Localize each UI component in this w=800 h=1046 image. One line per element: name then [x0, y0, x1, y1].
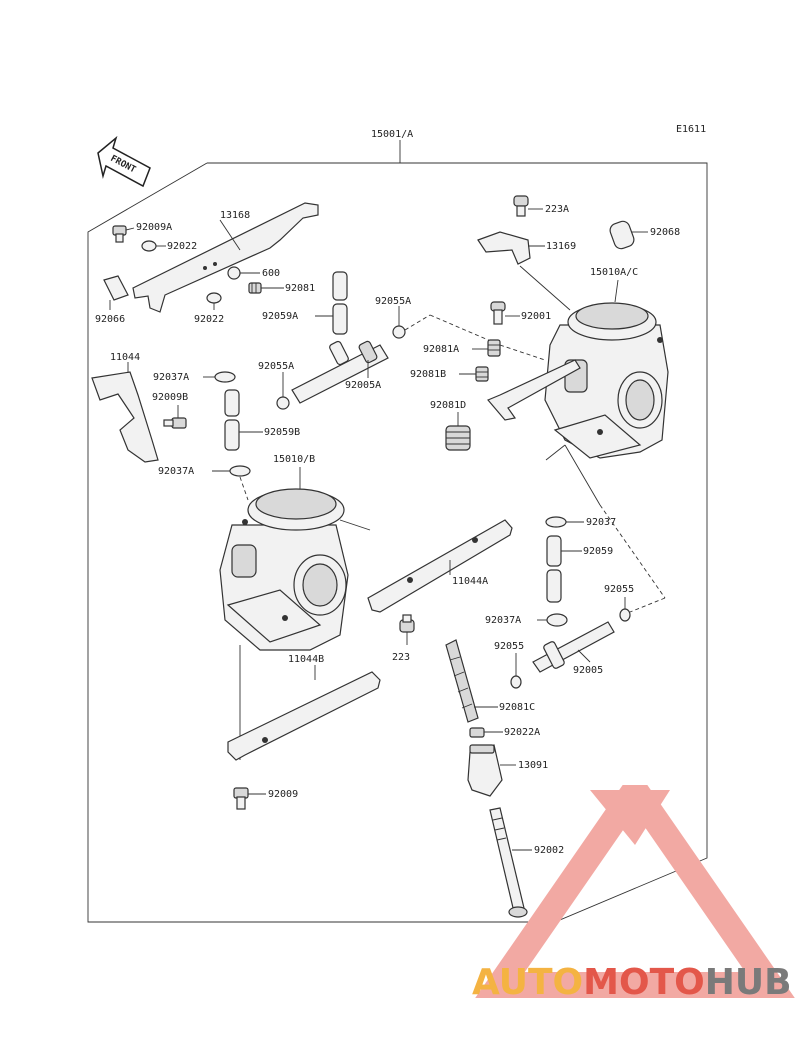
svg-text:92081C: 92081C — [499, 702, 535, 713]
svg-text:13168: 13168 — [220, 210, 250, 221]
svg-text:92009A: 92009A — [136, 222, 172, 233]
tube-92059B — [224, 389, 240, 451]
screw-92009 — [233, 787, 249, 810]
shaft-link — [487, 359, 581, 421]
svg-text:92009B: 92009B — [152, 392, 188, 403]
cap-92068 — [609, 220, 635, 250]
stay-11044 — [91, 371, 159, 463]
svg-text:15010/B: 15010/B — [273, 454, 315, 465]
svg-text:92005A: 92005A — [345, 380, 381, 391]
tube-92059A — [332, 271, 348, 335]
svg-text:600: 600 — [262, 268, 280, 279]
clip-92037A-mid — [229, 465, 251, 477]
carburetor-15010A-C — [544, 302, 669, 459]
svg-text:11044B: 11044B — [288, 654, 324, 665]
watermark-auto: AUTO — [472, 962, 584, 1003]
washer-92022-b — [206, 292, 222, 304]
oring-92055 — [619, 608, 631, 622]
pipe-92005 — [532, 621, 615, 673]
nut-92022A — [469, 727, 485, 738]
spring-92081B — [475, 366, 489, 382]
svg-text:92055: 92055 — [604, 584, 634, 595]
svg-text:92066: 92066 — [95, 314, 125, 325]
plate-11044B — [227, 671, 381, 761]
svg-text:15010A/C: 15010A/C — [590, 267, 638, 278]
svg-text:13091: 13091 — [518, 760, 548, 771]
svg-text:223: 223 — [392, 652, 410, 663]
svg-text:92022A: 92022A — [504, 727, 540, 738]
bracket-13168 — [132, 202, 319, 313]
tube-92059 — [546, 535, 562, 603]
oring-92055A-left — [276, 396, 290, 410]
watermark-hub: HUB — [704, 962, 792, 1003]
carburetor-15010B — [219, 488, 349, 651]
rod-92002 — [489, 807, 528, 918]
screw-92009B — [163, 417, 187, 429]
oring-92055-low — [510, 675, 522, 689]
svg-text:92005: 92005 — [573, 665, 603, 676]
clip-92037A-top — [214, 371, 236, 383]
svg-text:92009: 92009 — [268, 789, 298, 800]
spring-92081 — [248, 282, 262, 294]
holder-13091 — [467, 744, 503, 797]
svg-text:92022: 92022 — [194, 314, 224, 325]
svg-text:92037A: 92037A — [485, 615, 521, 626]
svg-text:92022: 92022 — [167, 241, 197, 252]
svg-text:92081A: 92081A — [423, 344, 459, 355]
svg-text:11044A: 11044A — [452, 576, 488, 587]
svg-text:92059B: 92059B — [264, 427, 300, 438]
svg-text:92055A: 92055A — [375, 296, 411, 307]
screw-92001 — [490, 301, 506, 325]
svg-text:11044: 11044 — [110, 352, 140, 363]
spring-92081D — [445, 425, 471, 451]
watermark-logo-icon — [475, 785, 795, 998]
svg-text:92059: 92059 — [583, 546, 613, 557]
assembly-label: 15001/A — [371, 129, 413, 140]
clip-92037 — [545, 516, 567, 528]
watermark-moto: MOTO — [583, 962, 705, 1003]
screw-92009A — [112, 225, 127, 243]
svg-text:13169: 13169 — [546, 241, 576, 252]
watermark-text: AUTOMOTOHUB — [472, 962, 792, 1003]
spring-92081A — [487, 339, 501, 357]
front-arrow-icon: FRONT — [97, 135, 151, 188]
diagram-code: E1611 — [676, 124, 706, 135]
lever-13169 — [477, 231, 531, 265]
clip-92066 — [103, 275, 129, 301]
clip-92037A-low — [546, 613, 568, 627]
ball-600 — [227, 266, 241, 280]
svg-text:92001: 92001 — [521, 311, 551, 322]
svg-text:92081B: 92081B — [410, 369, 446, 380]
bolt-223A — [513, 195, 529, 217]
svg-text:223A: 223A — [545, 204, 569, 215]
pipe-92005A — [291, 340, 389, 404]
bolt-223 — [399, 614, 415, 633]
svg-text:92081: 92081 — [285, 283, 315, 294]
svg-text:92002: 92002 — [534, 845, 564, 856]
svg-text:92055: 92055 — [494, 641, 524, 652]
svg-text:92059A: 92059A — [262, 311, 298, 322]
svg-text:92068: 92068 — [650, 227, 680, 238]
plate-11044A — [367, 519, 513, 613]
svg-text:92037: 92037 — [586, 517, 616, 528]
svg-text:92055A: 92055A — [258, 361, 294, 372]
washer-92022 — [141, 240, 157, 252]
oring-92055A-top — [392, 325, 406, 339]
svg-text:92081D: 92081D — [430, 400, 466, 411]
spring-92081C — [445, 639, 479, 723]
svg-text:92037A: 92037A — [158, 466, 194, 477]
svg-text:92037A: 92037A — [153, 372, 189, 383]
